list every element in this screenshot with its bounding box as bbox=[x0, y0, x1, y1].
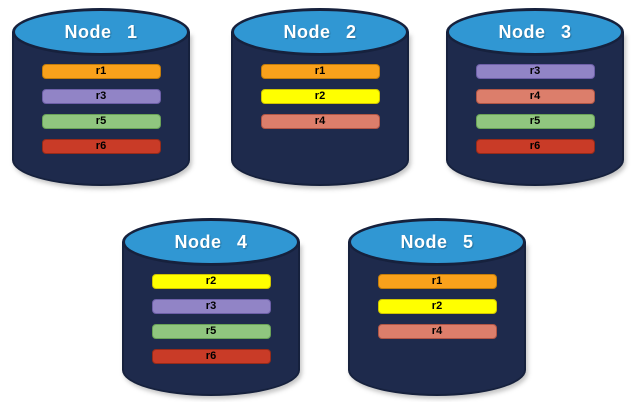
replica-bar-r4: r4 bbox=[260, 114, 380, 129]
node-3-cylinder: Node 3 r3 r4 r5 r6 bbox=[446, 8, 624, 186]
replica-bar-r2: r2 bbox=[377, 299, 497, 314]
node-4-replica-list: r2 r3 r5 r6 bbox=[122, 274, 300, 364]
node-1-cylinder-top: Node 1 bbox=[12, 8, 190, 56]
replica-bar-r1: r1 bbox=[377, 274, 497, 289]
node-4-cylinder-top: Node 4 bbox=[122, 218, 300, 266]
node-2-cylinder-top: Node 2 bbox=[231, 8, 409, 56]
node-3-cylinder-body bbox=[446, 32, 624, 186]
replica-bar-r6: r6 bbox=[151, 349, 271, 364]
replica-bar-r6: r6 bbox=[41, 139, 161, 154]
node-2-replica-list: r1 r2 r4 bbox=[231, 64, 409, 129]
node-5-cylinder: Node 5 r1 r2 r4 bbox=[348, 218, 526, 396]
replica-bar-r3: r3 bbox=[475, 64, 595, 79]
replica-bar-r4: r4 bbox=[377, 324, 497, 339]
node-1-label: Node 1 bbox=[64, 21, 138, 42]
node-5-replica-list: r1 r2 r4 bbox=[348, 274, 526, 339]
node-5-cylinder-top: Node 5 bbox=[348, 218, 526, 266]
node-4-label: Node 4 bbox=[174, 231, 248, 252]
node-2-label: Node 2 bbox=[283, 21, 357, 42]
replica-bar-r3: r3 bbox=[151, 299, 271, 314]
replica-bar-r5: r5 bbox=[151, 324, 271, 339]
node-5-cylinder-body bbox=[348, 242, 526, 396]
node-3-cylinder-top: Node 3 bbox=[446, 8, 624, 56]
node-5-label: Node 5 bbox=[400, 231, 474, 252]
replica-bar-r3: r3 bbox=[41, 89, 161, 104]
node-2-cylinder: Node 2 r1 r2 r4 bbox=[231, 8, 409, 186]
replica-bar-r2: r2 bbox=[260, 89, 380, 104]
node-4-cylinder-body bbox=[122, 242, 300, 396]
replica-bar-r1: r1 bbox=[260, 64, 380, 79]
node-1-cylinder: Node 1 r1 r3 r5 r6 bbox=[12, 8, 190, 186]
replica-bar-r1: r1 bbox=[41, 64, 161, 79]
node-1-cylinder-body bbox=[12, 32, 190, 186]
replica-bar-r2: r2 bbox=[151, 274, 271, 289]
replica-bar-r5: r5 bbox=[475, 114, 595, 129]
node-3-label: Node 3 bbox=[498, 21, 572, 42]
replica-bar-r6: r6 bbox=[475, 139, 595, 154]
node-2-cylinder-body bbox=[231, 32, 409, 186]
replica-bar-r4: r4 bbox=[475, 89, 595, 104]
node-1-replica-list: r1 r3 r5 r6 bbox=[12, 64, 190, 154]
node-3-replica-list: r3 r4 r5 r6 bbox=[446, 64, 624, 154]
node-4-cylinder: Node 4 r2 r3 r5 r6 bbox=[122, 218, 300, 396]
replica-bar-r5: r5 bbox=[41, 114, 161, 129]
